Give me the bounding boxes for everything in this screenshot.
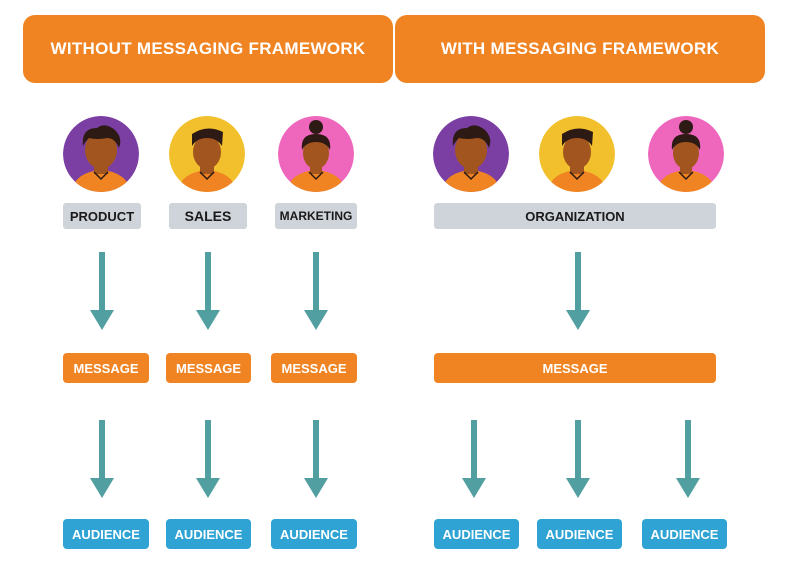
audience-box: AUDIENCE — [271, 519, 357, 549]
audience-box: AUDIENCE — [63, 519, 149, 549]
role-label-marketing: MARKETING — [275, 203, 357, 229]
product-person-icon — [63, 116, 139, 192]
unified-message-box: MESSAGE — [434, 353, 716, 383]
message-box: MESSAGE — [271, 353, 357, 383]
down-arrow-icon — [304, 252, 328, 330]
with-framework-banner: WITH MESSAGING FRAMEWORK — [395, 15, 765, 83]
organization-label: ORGANIZATION — [434, 203, 716, 229]
down-arrow-icon — [462, 420, 486, 498]
sales-person-icon — [169, 116, 245, 192]
org-person-2-icon — [539, 116, 615, 192]
message-box: MESSAGE — [166, 353, 251, 383]
down-arrow-icon — [90, 420, 114, 498]
down-arrow-icon — [304, 420, 328, 498]
org-person-3-icon — [648, 116, 724, 192]
audience-box: AUDIENCE — [642, 519, 727, 549]
without-framework-banner: WITHOUT MESSAGING FRAMEWORK — [23, 15, 393, 83]
audience-box: AUDIENCE — [434, 519, 519, 549]
marketing-person-icon — [278, 116, 354, 192]
down-arrow-icon — [196, 252, 220, 330]
audience-box: AUDIENCE — [537, 519, 622, 549]
role-label-product: PRODUCT — [63, 203, 141, 229]
down-arrow-icon — [566, 252, 590, 330]
down-arrow-icon — [90, 252, 114, 330]
role-label-sales: SALES — [169, 203, 247, 229]
down-arrow-icon — [566, 420, 590, 498]
down-arrow-icon — [676, 420, 700, 498]
message-box: MESSAGE — [63, 353, 149, 383]
org-person-1-icon — [433, 116, 509, 192]
audience-box: AUDIENCE — [166, 519, 251, 549]
down-arrow-icon — [196, 420, 220, 498]
